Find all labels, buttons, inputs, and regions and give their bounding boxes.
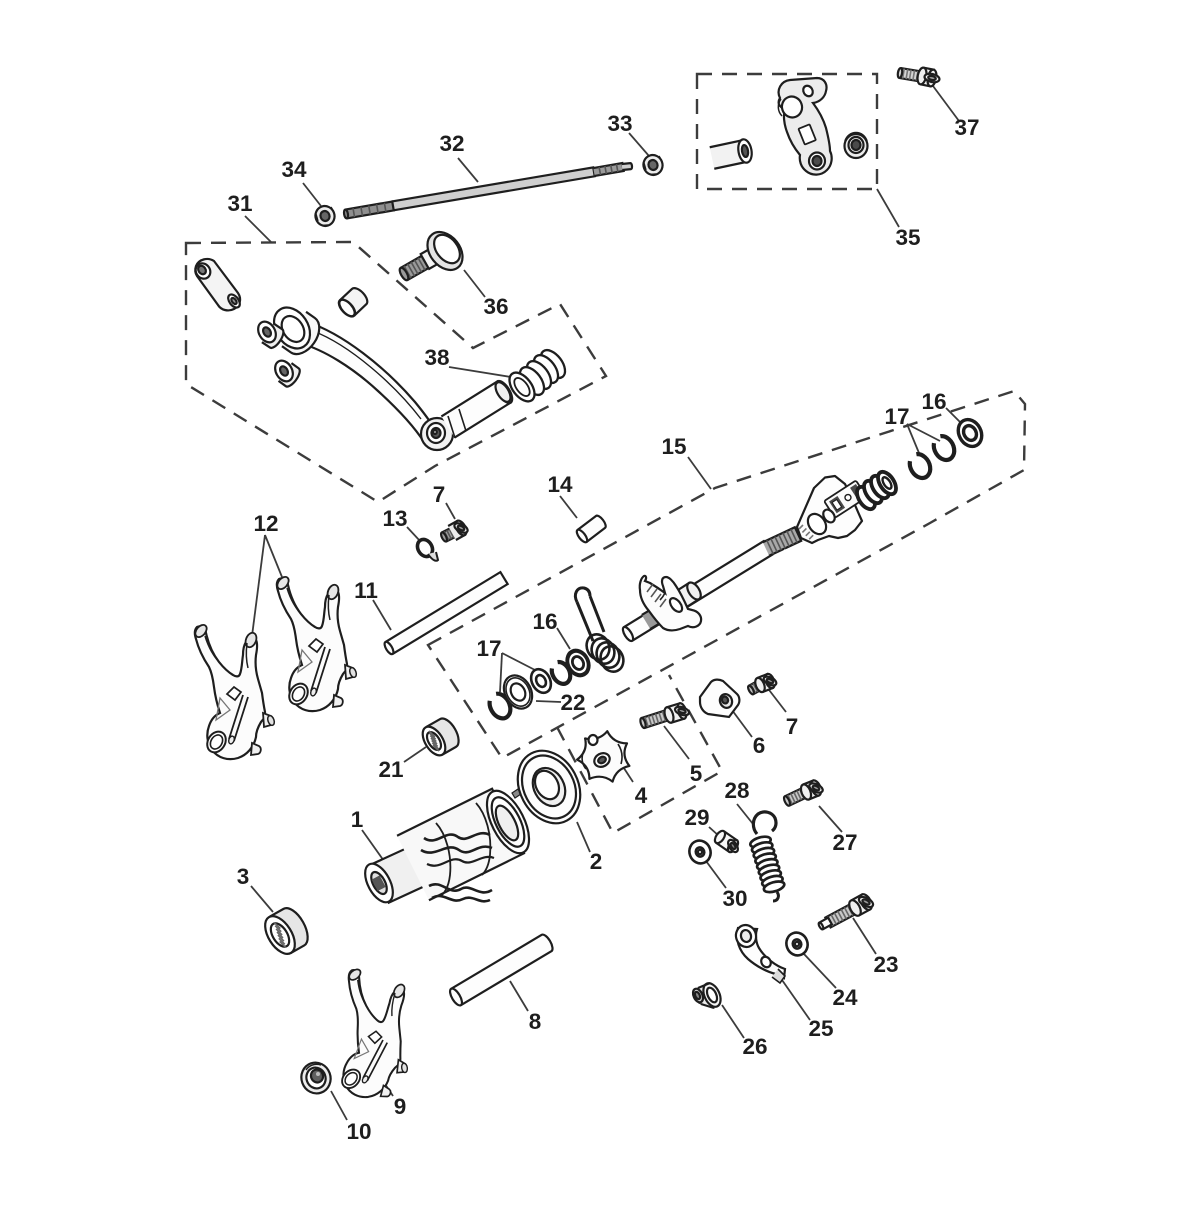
svg-text:21: 21: [378, 757, 403, 782]
svg-text:8: 8: [529, 1009, 542, 1034]
svg-text:22: 22: [560, 690, 585, 715]
svg-text:23: 23: [873, 952, 898, 977]
svg-text:7: 7: [433, 482, 446, 507]
svg-text:13: 13: [382, 506, 407, 531]
svg-text:37: 37: [954, 115, 979, 140]
svg-text:11: 11: [354, 578, 378, 603]
svg-text:24: 24: [832, 985, 858, 1010]
svg-text:5: 5: [690, 761, 703, 786]
svg-text:14: 14: [547, 472, 573, 497]
svg-text:36: 36: [483, 294, 508, 319]
svg-text:32: 32: [439, 131, 464, 156]
svg-text:9: 9: [394, 1094, 407, 1119]
svg-text:28: 28: [724, 778, 749, 803]
svg-text:38: 38: [424, 345, 449, 370]
svg-text:17: 17: [476, 636, 501, 661]
svg-text:16: 16: [921, 389, 946, 414]
svg-text:3: 3: [237, 864, 250, 889]
svg-text:16: 16: [532, 609, 557, 634]
svg-text:25: 25: [808, 1016, 833, 1041]
svg-text:1: 1: [351, 807, 364, 832]
svg-text:17: 17: [884, 404, 909, 429]
svg-text:33: 33: [607, 111, 632, 136]
svg-text:10: 10: [346, 1119, 371, 1144]
svg-text:4: 4: [635, 783, 648, 808]
svg-text:29: 29: [684, 805, 709, 830]
svg-text:7: 7: [786, 714, 799, 739]
svg-text:15: 15: [661, 434, 686, 459]
svg-text:6: 6: [753, 733, 766, 758]
svg-text:27: 27: [832, 830, 857, 855]
svg-text:34: 34: [281, 157, 307, 182]
svg-text:31: 31: [227, 191, 252, 216]
svg-text:35: 35: [895, 225, 920, 250]
svg-text:12: 12: [253, 511, 278, 536]
svg-text:30: 30: [722, 886, 747, 911]
svg-text:2: 2: [590, 849, 603, 874]
svg-text:26: 26: [742, 1034, 767, 1059]
